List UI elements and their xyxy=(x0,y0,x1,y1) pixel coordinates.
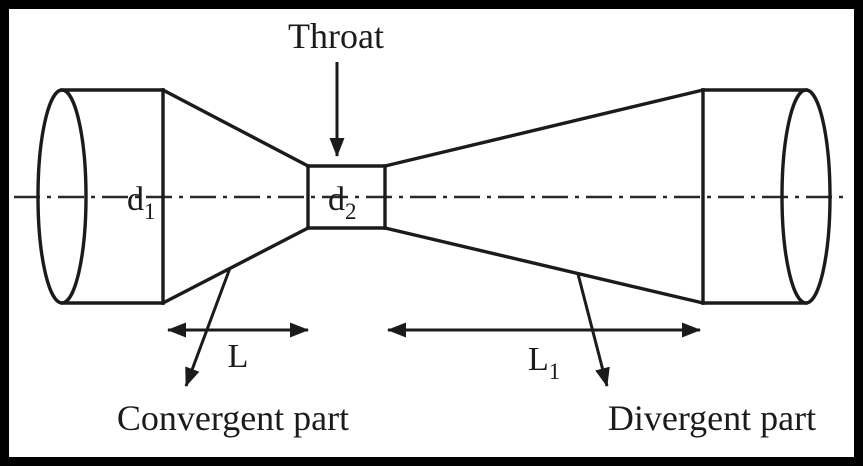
L-label: L xyxy=(228,338,249,375)
convergent-part-label: Convergent part xyxy=(117,398,349,438)
divergent-bottom-line xyxy=(382,225,706,306)
L1-base: L xyxy=(528,341,549,378)
d2-label: d2 xyxy=(328,181,357,224)
throat-label: Throat xyxy=(288,16,384,56)
divergent-pointer-arrow xyxy=(576,273,610,387)
convergent-bottom-line xyxy=(160,225,311,306)
L1-label: L1 xyxy=(528,341,560,384)
convergent-top-line xyxy=(160,87,311,169)
d1-label: d1 xyxy=(127,181,156,224)
d2-base: d xyxy=(328,181,345,218)
d2-subscript: 2 xyxy=(345,199,357,224)
d1-base: d xyxy=(127,181,144,218)
convergent-pointer-arrow xyxy=(184,267,232,387)
divergent-top-line xyxy=(382,87,706,169)
pipe-outline xyxy=(36,87,832,306)
d1-subscript: 1 xyxy=(144,199,156,224)
divergent-part-label: Divergent part xyxy=(608,398,816,438)
L1-subscript: 1 xyxy=(549,359,561,384)
right-pipe-end-cap xyxy=(780,88,832,305)
